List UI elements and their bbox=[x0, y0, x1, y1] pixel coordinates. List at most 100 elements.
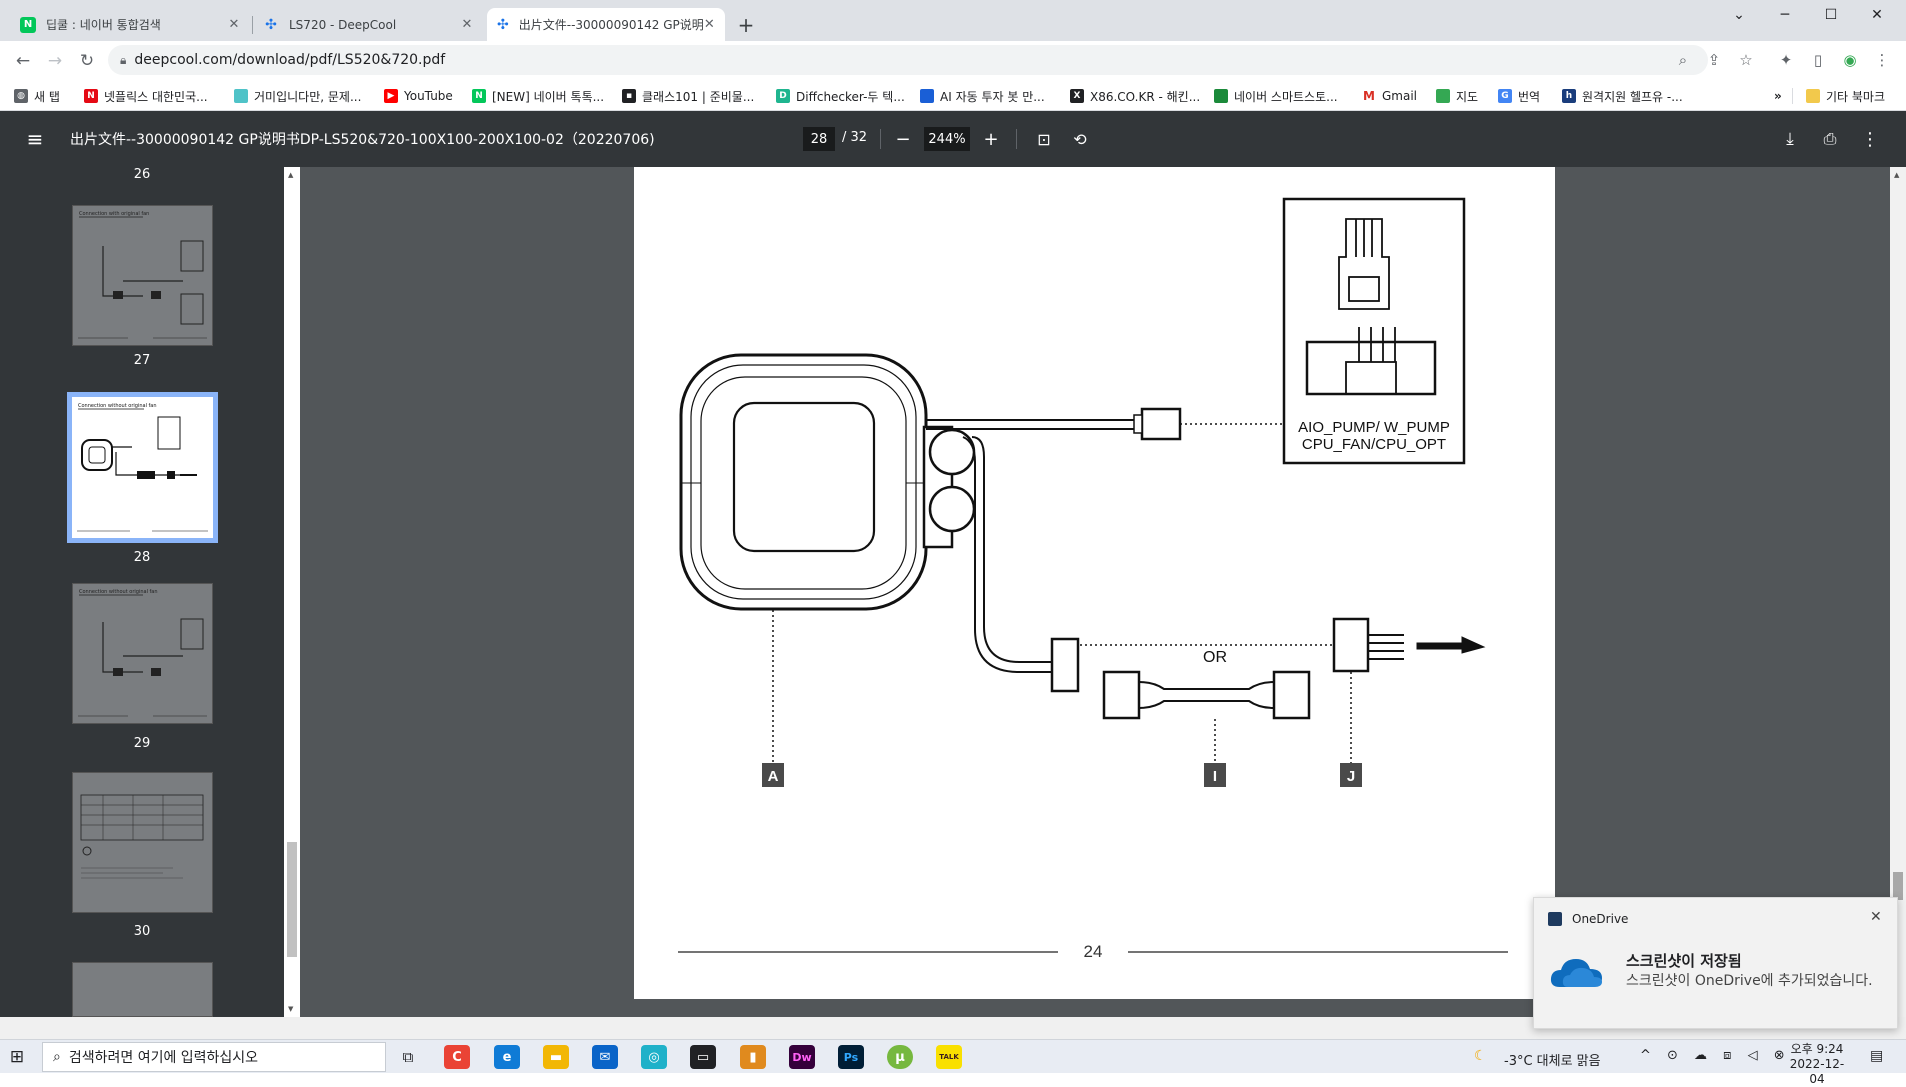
bookmark-item[interactable]: N[NEW] 네이버 톡톡... bbox=[472, 87, 604, 105]
close-tab-icon[interactable]: ✕ bbox=[703, 17, 715, 32]
svg-text:J: J bbox=[1347, 768, 1355, 785]
browser-status-strip bbox=[0, 1017, 1906, 1039]
bookmark-item[interactable]: ▶YouTube bbox=[384, 87, 453, 105]
fit-to-page-icon[interactable]: ⊡ bbox=[1037, 129, 1051, 149]
close-tab-icon[interactable]: ✕ bbox=[461, 17, 473, 32]
zoom-level-input[interactable]: 244% bbox=[924, 127, 970, 151]
chrome-taskbar-icon[interactable]: C bbox=[444, 1045, 470, 1069]
side-panel-icon[interactable]: ▯ bbox=[1813, 51, 1823, 69]
download-icon[interactable]: ⤓ bbox=[1786, 129, 1794, 149]
system-tray-icons[interactable]: ^ ⊙ ☁ ⧈ ◁ ⊗ bbox=[1640, 1048, 1791, 1063]
forward-button[interactable]: → bbox=[47, 51, 63, 71]
bookmark-item[interactable]: ◍새 탭 bbox=[14, 87, 60, 105]
cooler-wiring-diagram: AIO_PUMP/ W_PUMP CPU_FAN/CPU_OPT OR bbox=[678, 197, 1508, 961]
thumbnail-page-29[interactable]: Connection without original fan bbox=[72, 583, 213, 724]
zoom-out-icon[interactable]: − bbox=[895, 128, 911, 150]
app-taskbar-icon[interactable]: ▮ bbox=[740, 1045, 766, 1069]
bookmark-item[interactable]: 네이버 스마트스토... bbox=[1214, 87, 1338, 105]
file-explorer-taskbar-icon[interactable]: ▬ bbox=[543, 1045, 569, 1069]
thumbnail-page-28-selected[interactable]: Connection without original fan bbox=[67, 392, 218, 543]
tab-naver-search[interactable]: N 딥쿨 : 네이버 통합검색 ✕ bbox=[10, 8, 252, 41]
rotate-icon[interactable]: ⟲ bbox=[1073, 129, 1087, 149]
profile-avatar-icon[interactable]: ◉ bbox=[1843, 51, 1857, 69]
onedrive-notification[interactable]: OneDrive ✕ 스크린샷이 저장됨 스크린샷이 OneDrive에 추가되… bbox=[1533, 897, 1898, 1029]
extensions-icon[interactable]: ✦ bbox=[1779, 51, 1793, 69]
dreamweaver-taskbar-icon[interactable]: Dw bbox=[789, 1045, 815, 1069]
scrollbar-thumb[interactable] bbox=[287, 842, 297, 957]
bookmarks-overflow-button[interactable]: » bbox=[1774, 89, 1782, 103]
mail-taskbar-icon[interactable]: ✉ bbox=[592, 1045, 618, 1069]
chrome-menu-icon[interactable]: ⋮ bbox=[1874, 51, 1890, 69]
maximize-button[interactable]: ☐ bbox=[1824, 7, 1838, 23]
close-tab-icon[interactable]: ✕ bbox=[228, 17, 240, 32]
tab-pdf-active[interactable]: ✣ 出片文件--30000090142 GP说明 ✕ bbox=[487, 8, 725, 41]
search-placeholder: 검색하려면 여기에 입력하십시오 bbox=[68, 1050, 259, 1066]
zoom-icon[interactable]: ⌕ bbox=[1678, 51, 1688, 69]
tube-fittings bbox=[922, 425, 976, 549]
app-taskbar-icon[interactable]: ◎ bbox=[641, 1045, 667, 1069]
menu-hamburger-icon[interactable]: ≡ bbox=[26, 127, 44, 151]
scroll-down-arrow-icon[interactable]: ▼ bbox=[288, 1005, 294, 1013]
page-total: / 32 bbox=[842, 130, 868, 145]
bookmark-item[interactable]: 거미입니다만, 문제... bbox=[234, 87, 361, 105]
tab-ls720-deepcool[interactable]: ✣ LS720 - DeepCool ✕ bbox=[253, 8, 485, 41]
clock-time: 오후 9:24 bbox=[1790, 1042, 1844, 1056]
bookmark-item[interactable]: ▪클래스101 | 준비물... bbox=[622, 87, 754, 105]
thumbnail-page-number: 27 bbox=[133, 353, 151, 368]
bookmark-item[interactable]: 지도 bbox=[1436, 87, 1478, 105]
thumbnail-page-30[interactable] bbox=[72, 772, 213, 913]
scroll-up-arrow-icon[interactable]: ▲ bbox=[288, 171, 294, 179]
kakaotalk-taskbar-icon[interactable]: TALK bbox=[936, 1045, 962, 1069]
new-tab-button[interactable]: + bbox=[737, 13, 755, 37]
clock[interactable]: 오후 9:24 2022-12-04 bbox=[1784, 1042, 1850, 1087]
callout-i: I bbox=[1204, 763, 1226, 787]
globe-icon: ◍ bbox=[14, 89, 28, 103]
url-text: deepcool.com/download/pdf/LS520&720.pdf bbox=[134, 52, 446, 68]
page-number: 24 bbox=[1084, 942, 1103, 961]
minimize-button[interactable]: ─ bbox=[1780, 7, 1790, 23]
share-icon[interactable]: ⇪ bbox=[1707, 51, 1721, 69]
page-number-input[interactable]: 28 bbox=[803, 127, 835, 151]
tab-search-dropdown-icon[interactable]: ⌄ bbox=[1733, 7, 1745, 23]
windows-start-icon[interactable]: ⊞ bbox=[9, 1047, 25, 1067]
edge-taskbar-icon[interactable]: e bbox=[494, 1045, 520, 1069]
print-icon[interactable]: ⎙ bbox=[1823, 129, 1837, 148]
app-taskbar-icon[interactable]: ▭ bbox=[690, 1045, 716, 1069]
photoshop-taskbar-icon[interactable]: Ps bbox=[838, 1045, 864, 1069]
back-button[interactable]: ← bbox=[15, 51, 31, 71]
scrollbar-thumb[interactable] bbox=[1893, 872, 1903, 900]
close-toast-icon[interactable]: ✕ bbox=[1870, 909, 1882, 925]
thumbnail-scrollbar[interactable]: ▲ ▼ bbox=[284, 167, 300, 1017]
more-actions-icon[interactable]: ⋮ bbox=[1861, 128, 1879, 150]
scroll-up-arrow-icon[interactable]: ▲ bbox=[1894, 171, 1900, 179]
thumbnail-drawing bbox=[80, 794, 204, 879]
bookmark-star-icon[interactable]: ☆ bbox=[1739, 51, 1753, 69]
reload-button[interactable]: ↻ bbox=[79, 51, 95, 71]
tab-separator bbox=[252, 16, 253, 34]
smartstore-icon bbox=[1214, 89, 1228, 103]
weather-text[interactable]: -3°C 대체로 맑음 bbox=[1504, 1054, 1601, 1069]
pdf-toolbar-divider bbox=[1016, 129, 1017, 149]
utorrent-taskbar-icon[interactable]: µ bbox=[887, 1045, 913, 1069]
thumbnail-page-31[interactable] bbox=[72, 962, 213, 1017]
onedrive-cloud-icon bbox=[1548, 953, 1604, 991]
thumbnail-drawing: Connection without original fan bbox=[78, 589, 207, 717]
bookmark-item[interactable]: AI 자동 투자 봇 만... bbox=[920, 87, 1045, 105]
other-bookmarks-folder[interactable]: 기타 북마크 bbox=[1806, 87, 1885, 105]
taskbar-search-box[interactable]: ⌕ 검색하려면 여기에 입력하십시오 bbox=[42, 1042, 386, 1072]
thumbnail-page-27[interactable]: Connection with original fan bbox=[72, 205, 213, 346]
tab-strip: N 딥쿨 : 네이버 통합검색 ✕ ✣ LS720 - DeepCool ✕ ✣… bbox=[0, 0, 1906, 41]
close-window-button[interactable]: ✕ bbox=[1871, 7, 1883, 23]
viewer-scrollbar[interactable]: ▲ bbox=[1890, 167, 1906, 1017]
address-bar[interactable]: 🔒︎ deepcool.com/download/pdf/LS520&720.p… bbox=[108, 45, 1708, 75]
task-view-icon[interactable]: ⧉ bbox=[402, 1048, 414, 1066]
zoom-in-icon[interactable]: + bbox=[983, 128, 999, 150]
notification-center-icon[interactable]: ▤ bbox=[1870, 1048, 1884, 1064]
svg-text:Connection without original fa: Connection without original fan bbox=[79, 589, 158, 595]
